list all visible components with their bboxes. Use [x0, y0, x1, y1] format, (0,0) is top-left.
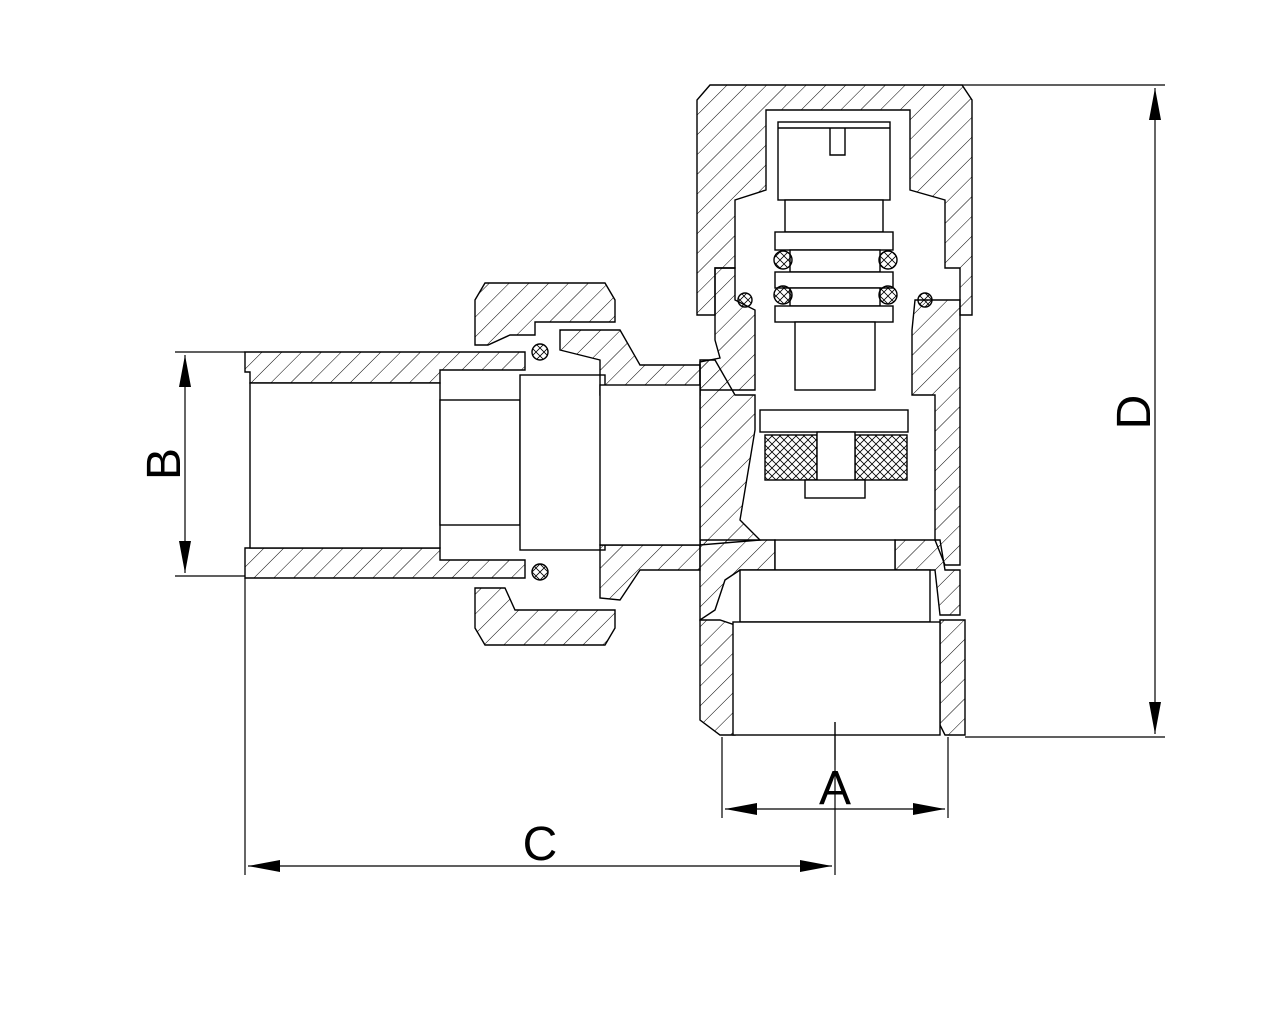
union-nut [474, 282, 616, 646]
spindle [737, 231, 933, 391]
dimension-label-b: B [138, 448, 191, 480]
dimension-label-a: A [819, 762, 851, 815]
dimension-label-d: D [1108, 395, 1161, 430]
tailpiece [244, 351, 606, 579]
top-cap [696, 84, 973, 316]
dimension-label-c: C [523, 818, 558, 871]
bottom-port [699, 569, 966, 760]
body-neck [559, 329, 701, 601]
valve-body [699, 267, 961, 622]
seal-washer [759, 409, 909, 571]
dimension-lines [175, 84, 1165, 875]
